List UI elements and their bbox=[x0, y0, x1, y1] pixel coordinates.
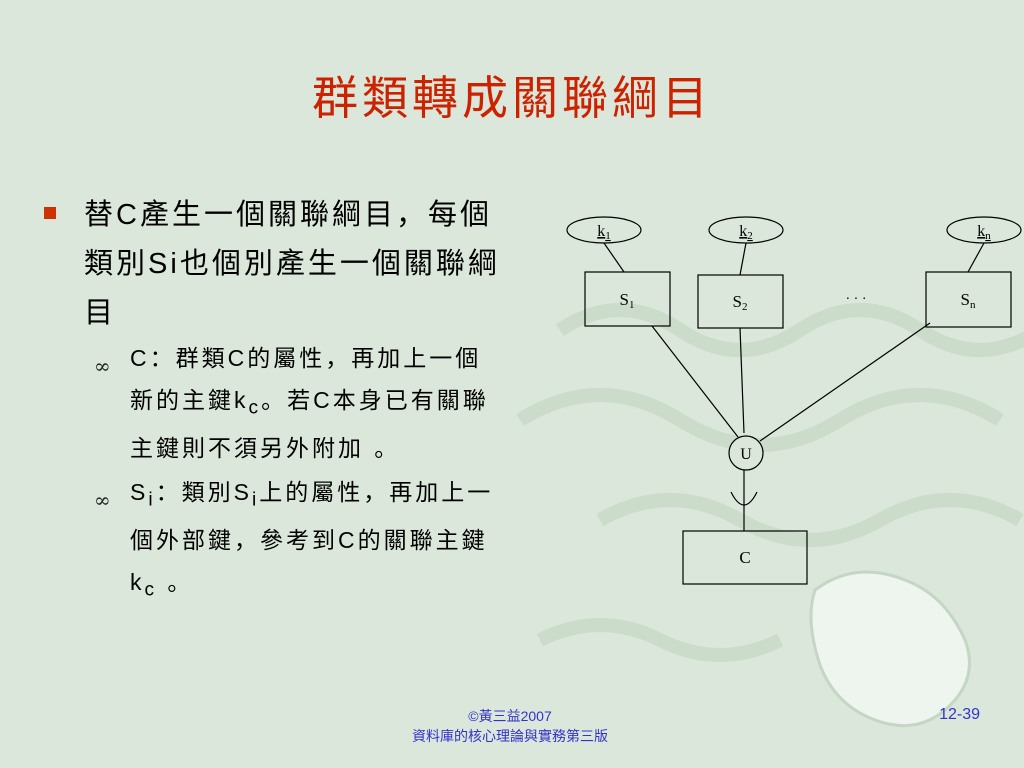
subclass-line-1 bbox=[651, 325, 739, 438]
key-attribute-n: kn bbox=[946, 216, 1022, 244]
footer-book-title: 資料庫的核心理論與實務第三版 bbox=[412, 728, 608, 744]
subclass-box-1: S1 bbox=[584, 271, 671, 327]
subclass-box-2: S2 bbox=[697, 274, 784, 329]
link-loop-icon: ∞ bbox=[94, 354, 114, 378]
key-connector-1 bbox=[603, 242, 625, 273]
bullet-text: 替C產生一個關聯綱目，每個類別Si也個別產生一個關聯綱目 bbox=[84, 197, 500, 329]
ellipsis-text: · · · bbox=[846, 292, 867, 307]
link-loop-icon: ∞ bbox=[94, 487, 114, 512]
sub-bullet-c: ∞ C：群類C的屬性，再加上一個新的主鍵kc。若C本身已有關聯主鍵則不須另外附加… bbox=[44, 338, 504, 470]
bullet-square-icon bbox=[44, 207, 56, 219]
sub-bullet-text: Si：類別Si上的屬性，再加上一個外部鍵，參考到C的關聯主鍵kc 。 bbox=[130, 478, 494, 601]
svg-text:kn: kn bbox=[977, 223, 991, 242]
svg-text:Sn: Sn bbox=[961, 290, 976, 311]
subclass-line-2 bbox=[739, 327, 745, 434]
sub-bullet-text: C：群類C的屬性，再加上一個新的主鍵kc。若C本身已有關聯主鍵則不須另外附加 。 bbox=[130, 345, 489, 462]
key-connector-n bbox=[967, 242, 985, 273]
subclass-box-n: Sn bbox=[925, 271, 1012, 328]
bullet-main: 替C產生一個關聯綱目，每個類別Si也個別產生一個關聯綱目 bbox=[44, 190, 504, 336]
svg-text:S2: S2 bbox=[733, 292, 748, 313]
bullet-list: 替C產生一個關聯綱目，每個類別Si也個別產生一個關聯綱目 ∞ C：群類C的屬性，… bbox=[44, 190, 504, 611]
sub-bullet-si: ∞ Si：類別Si上的屬性，再加上一個外部鍵，參考到C的關聯主鍵kc 。 bbox=[44, 472, 504, 611]
page-number: 12-39 bbox=[939, 706, 980, 723]
footer-copyright: ©黃三益2007 bbox=[468, 708, 552, 724]
svg-text:k2: k2 bbox=[739, 223, 753, 242]
union-circle: U bbox=[728, 435, 764, 471]
svg-text:U: U bbox=[740, 446, 752, 463]
key-connector-2 bbox=[739, 242, 747, 276]
subset-symbol bbox=[730, 491, 758, 506]
svg-text:k1: k1 bbox=[597, 223, 611, 242]
svg-text:C: C bbox=[739, 548, 750, 567]
svg-text:S1: S1 bbox=[620, 290, 635, 311]
key-attribute-2: k2 bbox=[708, 216, 784, 244]
key-attribute-1: k1 bbox=[566, 216, 642, 244]
subclass-line-n bbox=[759, 322, 931, 442]
superclass-box: C bbox=[682, 530, 808, 585]
slide-title: 群類轉成關聯綱目 bbox=[312, 71, 712, 125]
